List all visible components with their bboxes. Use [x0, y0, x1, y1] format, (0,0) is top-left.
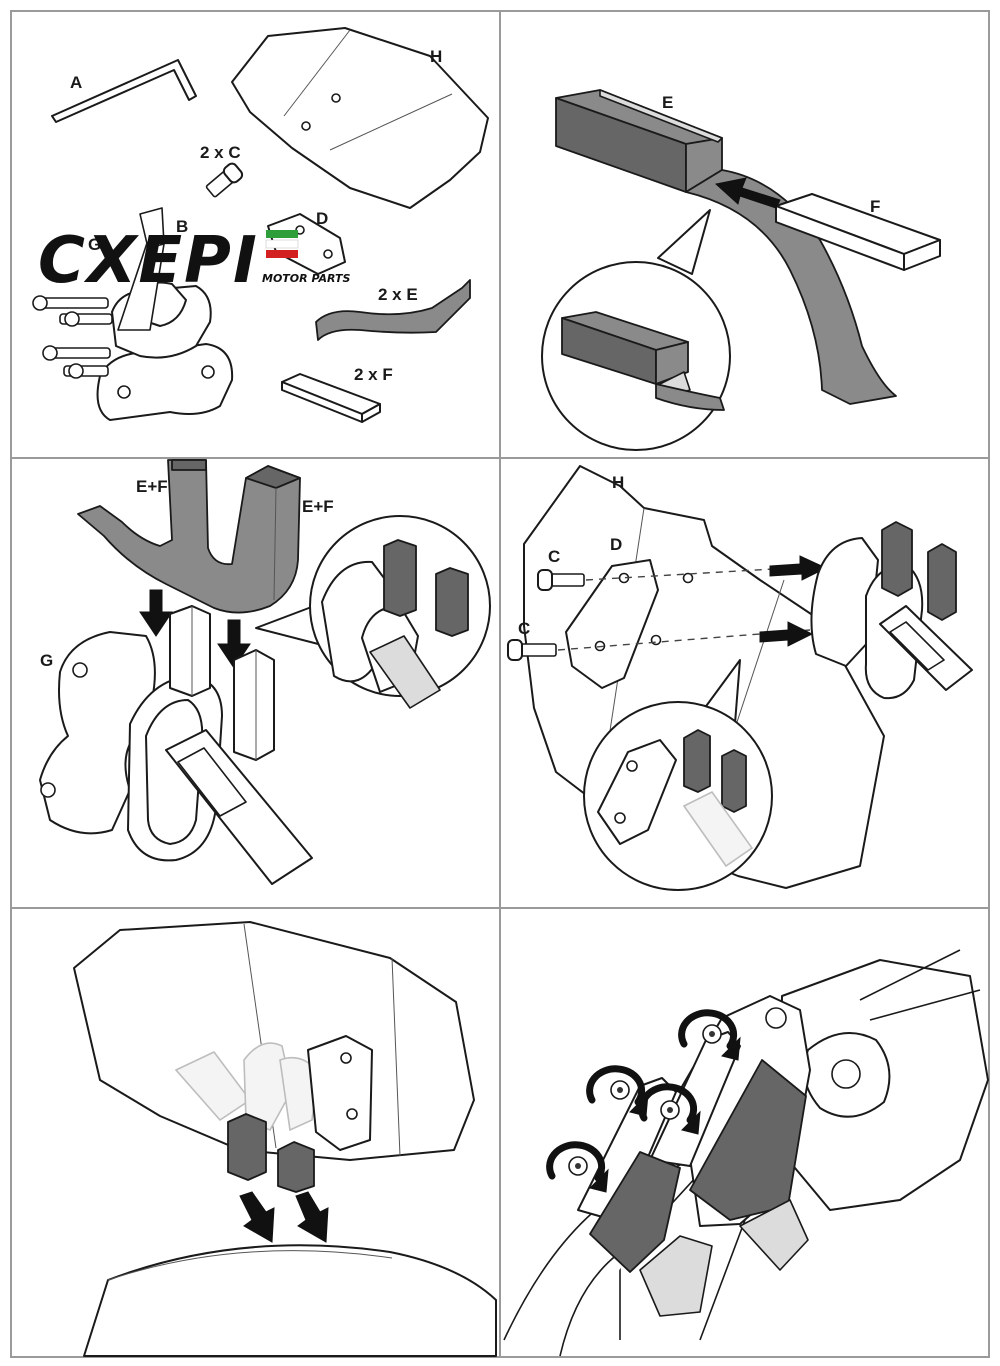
label-e: E: [662, 93, 673, 112]
panel-attach-plate: H D C C: [507, 465, 973, 891]
rotate-arrowhead-1: [589, 1168, 609, 1193]
strips-e-f: E+F E+F: [77, 459, 334, 614]
logo-white-bar: [265, 239, 299, 249]
bolt-c-upper: C: [537, 547, 585, 591]
label-e: 2 x E: [378, 285, 418, 304]
label-ef-left: E+F: [136, 477, 168, 496]
down-arrow-right: [295, 1191, 329, 1243]
rotate-arrows: [546, 1009, 741, 1193]
logo-red-bar: [266, 250, 298, 258]
label-c-lower: C: [518, 619, 530, 638]
label-h: H: [430, 47, 442, 66]
label-g: G: [40, 651, 53, 670]
arrow-lower: [759, 621, 814, 647]
label-g: G: [88, 235, 101, 254]
label-ef-right: E+F: [302, 497, 334, 516]
logo-wordmark: CXEPI: [38, 224, 259, 298]
mount-g: G: [39, 605, 313, 885]
part-f-pad: 2 x F: [281, 365, 393, 423]
brand-logo: CXEPI MOTOR PARTS: [38, 224, 350, 298]
label-b: B: [176, 217, 188, 236]
rotate-arrowhead-4: [721, 1036, 741, 1061]
part-h-deflector: H: [231, 27, 489, 209]
label-f: 2 x F: [354, 365, 393, 384]
detail-callout: [255, 515, 491, 709]
part-a-hex-key: A: [51, 59, 197, 123]
panel-grid: [10, 10, 990, 1358]
insert-arrow: [714, 177, 781, 209]
down-arrow-left: [239, 1191, 275, 1243]
rotate-arrow-4: [678, 1009, 738, 1050]
label-f: F: [870, 197, 880, 216]
panel-place-on-screen: [73, 921, 497, 1357]
label-c-upper: C: [548, 547, 560, 566]
label-h: H: [612, 473, 624, 492]
panel-tighten-bolts: [503, 949, 989, 1357]
bolt-heads: [568, 1024, 722, 1176]
mount-bolts: [32, 295, 113, 379]
panel-parts-overview: A H 2 x C D 2 x E: [32, 27, 489, 423]
part-g-mount: B G: [32, 207, 234, 421]
label-c: 2 x C: [200, 143, 241, 162]
clamp-assembly: [568, 995, 811, 1317]
label-d: D: [610, 535, 622, 554]
mount-with-pads: [810, 521, 973, 700]
detail-callout: [583, 659, 773, 891]
panel-insert-pad: E F: [541, 89, 941, 451]
rotate-arrow-3: [638, 1083, 698, 1124]
part-e-strip: 2 x E: [315, 279, 471, 341]
logo-subtitle: MOTOR PARTS: [262, 272, 350, 285]
label-a: A: [70, 73, 82, 92]
plate-d: D: [565, 535, 659, 689]
arrow-upper: [769, 555, 828, 581]
down-arrow-left: [139, 589, 173, 637]
logo-green-bar: [266, 230, 298, 238]
deflector-assembly: [73, 921, 475, 1193]
bolt-c-lower: C: [507, 619, 557, 661]
part-c-bolt: 2 x C: [200, 143, 244, 198]
rotate-arrow-1: [546, 1141, 606, 1182]
rotate-arrowhead-3: [681, 1110, 701, 1135]
pad-f: F: [775, 193, 941, 271]
label-d: D: [316, 209, 328, 228]
rotate-arrow-2: [586, 1065, 646, 1106]
panel-fit-strips: E+F E+F G: [39, 459, 491, 885]
detail-callout: [541, 209, 731, 451]
windshield-edge: [83, 1244, 497, 1357]
